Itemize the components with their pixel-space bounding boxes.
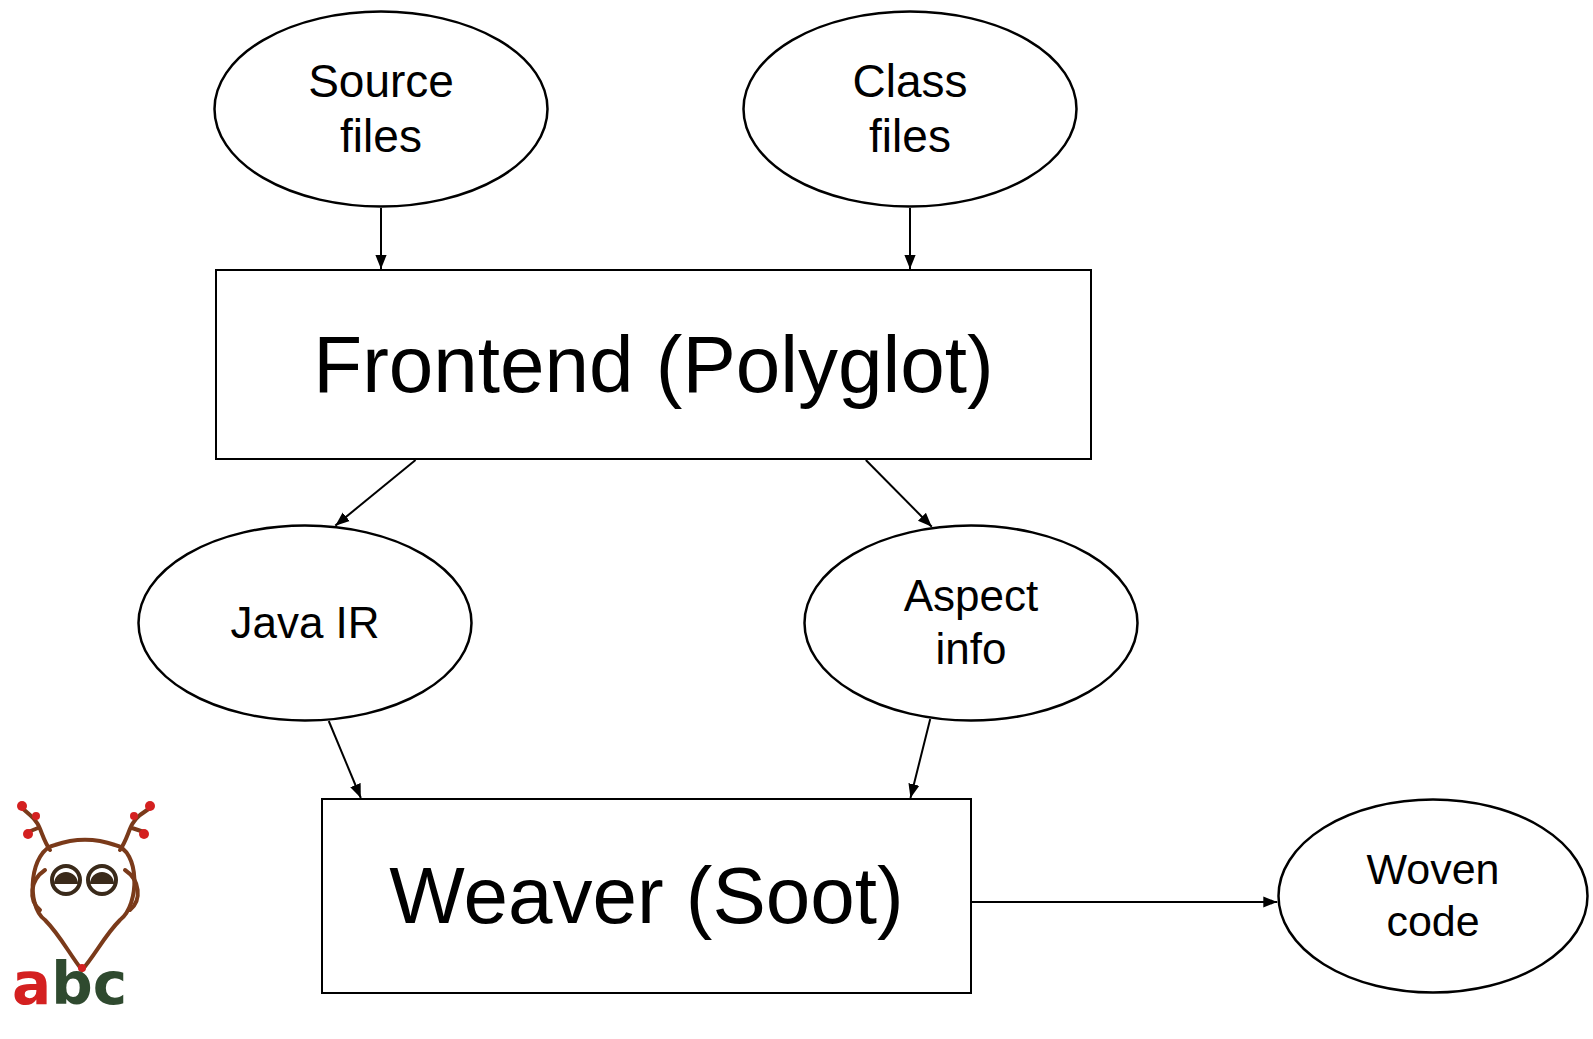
arrow-connector <box>911 719 931 798</box>
node-label: Woven code <box>1366 844 1499 947</box>
node-label: Weaver (Soot) <box>389 848 903 944</box>
data-ellipse: Aspect info <box>803 524 1139 722</box>
ear <box>32 870 138 910</box>
node-label: Aspect info <box>904 570 1039 676</box>
logo-text: abc <box>12 950 127 1018</box>
abc-logo <box>0 0 200 1039</box>
arrow-connector <box>866 460 932 527</box>
ellipse-outline <box>213 10 549 208</box>
node-label: Source files <box>308 54 454 164</box>
arrow-connector <box>972 901 1277 903</box>
node-label: Class files <box>852 54 967 164</box>
antler <box>22 808 50 850</box>
node-label: Java IR <box>230 597 379 650</box>
output-ellipse: Woven code <box>1277 798 1589 994</box>
arrow-connector <box>329 721 361 798</box>
ellipse-outline <box>1277 798 1589 994</box>
process-box: Frontend (Polyglot) <box>215 269 1092 460</box>
input-ellipse: Source files <box>213 10 549 208</box>
arrow-connector <box>335 460 415 526</box>
antler <box>120 808 150 850</box>
data-ellipse: Java IR <box>137 524 473 722</box>
arrow-connector <box>380 208 382 269</box>
input-ellipse: Class files <box>742 10 1078 208</box>
ellipse-outline <box>803 524 1139 722</box>
arrow-connector <box>909 208 911 269</box>
node-label: Frontend (Polyglot) <box>313 317 993 413</box>
process-box: Weaver (Soot) <box>321 798 972 994</box>
ellipse-outline <box>742 10 1078 208</box>
